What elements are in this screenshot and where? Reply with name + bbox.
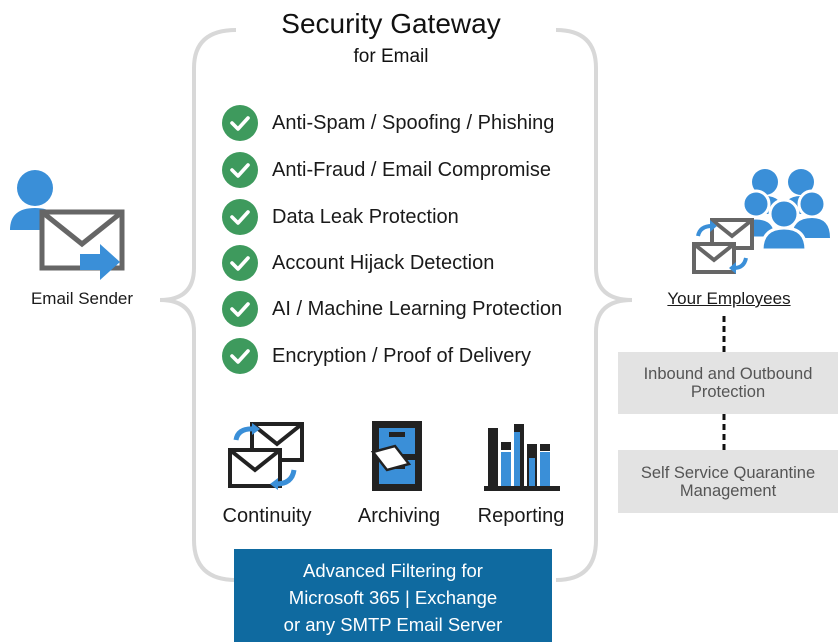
feature-item: Data Leak Protection <box>222 197 459 237</box>
check-circle-icon <box>222 338 258 374</box>
archive-cabinet-icon <box>370 421 422 491</box>
feature-item: AI / Machine Learning Protection <box>222 289 562 329</box>
your-employees-link[interactable]: Your Employees <box>667 289 791 308</box>
feature-label: Encryption / Proof of Delivery <box>272 344 531 367</box>
box-line: Management <box>679 481 777 500</box>
bar-chart-icon <box>484 424 560 491</box>
feature-item: Encryption / Proof of Delivery <box>222 336 531 376</box>
tool-label-continuity: Continuity <box>222 505 312 527</box>
left-curly-brace <box>159 28 237 582</box>
page-subtitle: for Email <box>353 46 429 67</box>
continuity-envelopes-icon <box>228 422 304 490</box>
dashed-connector <box>722 414 726 452</box>
tool-label-archiving: Archiving <box>357 505 441 527</box>
box-line: Protection <box>690 383 766 401</box>
right-curly-brace <box>555 28 633 582</box>
feature-label: AI / Machine Learning Protection <box>272 297 563 320</box>
feature-label: Data Leak Protection <box>272 205 459 228</box>
check-circle-icon <box>222 105 258 141</box>
footer-banner: Advanced Filtering for Microsoft 365 | E… <box>234 549 552 642</box>
check-circle-icon <box>222 152 258 188</box>
feature-item: Account Hijack Detection <box>222 243 494 283</box>
feature-label: Anti-Fraud / Email Compromise <box>272 158 551 181</box>
email-sender-icon <box>10 170 125 280</box>
box-line: Inbound and Outbound <box>643 365 813 383</box>
check-circle-icon <box>222 291 258 327</box>
page-title: Security Gateway <box>281 8 501 39</box>
feature-item: Anti-Spam / Spoofing / Phishing <box>222 103 554 143</box>
inbound-outbound-box: Inbound and Outbound Protection <box>618 352 838 414</box>
check-circle-icon <box>222 199 258 235</box>
feature-label: Account Hijack Detection <box>272 251 495 274</box>
box-line: Self Service Quarantine <box>640 463 816 482</box>
dashed-connector <box>722 316 726 354</box>
feature-item: Anti-Fraud / Email Compromise <box>222 150 551 190</box>
employees-group-icon <box>692 169 830 274</box>
check-circle-icon <box>222 245 258 281</box>
quarantine-management-box: Self Service Quarantine Management <box>618 450 838 513</box>
tool-label-reporting: Reporting <box>477 505 565 527</box>
feature-label: Anti-Spam / Spoofing / Phishing <box>272 111 555 134</box>
email-sender-label: Email Sender <box>30 289 134 308</box>
footer-line: or any SMTP Email Server <box>283 614 503 635</box>
footer-line: Advanced Filtering for <box>303 560 483 581</box>
footer-line: Microsoft 365 | Exchange <box>288 587 498 608</box>
